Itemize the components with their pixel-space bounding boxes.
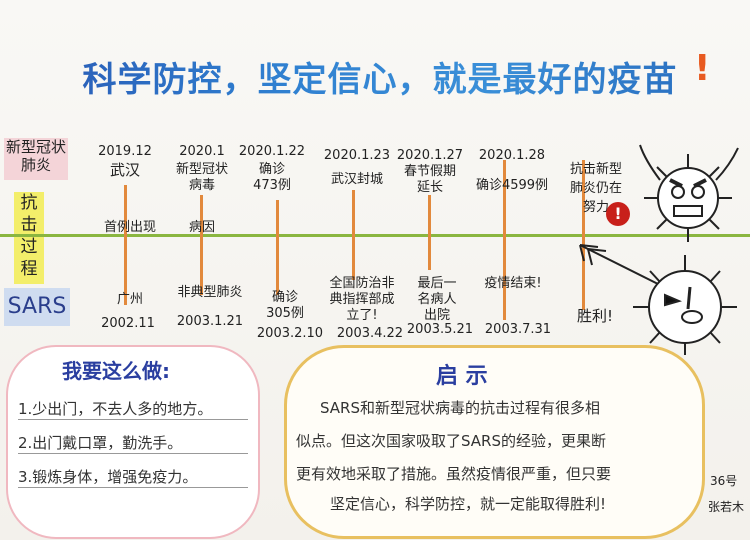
- event-sub: 首例出现: [103, 220, 157, 235]
- event-sub: 病因: [188, 220, 216, 235]
- insight-line: 坚定信心，科学防控，就一定能取得胜利!: [330, 495, 607, 513]
- timeline-stem: [276, 200, 279, 295]
- sars-text: 疫情结束!: [484, 276, 542, 291]
- event-text: 确诊4599例: [475, 178, 549, 193]
- poster-title: 科学防控，坚定信心，就是最好的疫苗: [60, 52, 700, 101]
- label-covid: 新型冠状肺炎: [4, 138, 68, 180]
- todo-item: 2.出门戴口罩，勤洗手。: [18, 432, 248, 454]
- defeated-virus-icon: [579, 244, 737, 355]
- sars-text: 确诊305例: [266, 290, 304, 321]
- label-sars: SARS: [4, 288, 70, 326]
- event-text: 新型冠状病毒: [175, 162, 228, 193]
- todo-panel: [6, 345, 260, 539]
- timeline-stem: [124, 185, 127, 305]
- event-text: 确诊473例: [253, 162, 291, 193]
- student-name: 张若木: [708, 500, 745, 514]
- insight-line: 似点。但这次国家吸取了SARS的经验，更果断: [296, 432, 607, 450]
- insight-heading: 启 示: [436, 364, 488, 389]
- sars-text: 非典型肺炎: [177, 285, 243, 300]
- timeline-stem: [503, 160, 506, 320]
- event-text: 武汉: [109, 161, 141, 179]
- sars-date: 2003.7.31: [484, 322, 552, 337]
- insight-line: SARS和新型冠状病毒的抗击过程有很多相: [320, 399, 601, 417]
- sars-text: 广州: [116, 292, 144, 307]
- event-date: 2020.1.27: [396, 148, 464, 163]
- sars-date: 2003.5.21: [406, 322, 474, 337]
- timeline-stem: [200, 195, 203, 295]
- sars-date: 2003.4.22: [336, 326, 404, 341]
- event-text: 春节假期延长: [403, 164, 456, 195]
- timeline-stem: [428, 195, 431, 270]
- label-process: 抗击过程: [14, 192, 44, 284]
- sars-date: 2003.1.21: [176, 314, 244, 329]
- sars-date: 2003.2.10: [256, 326, 324, 341]
- event-date: 2020.1: [179, 144, 225, 159]
- todo-item: 1.少出门，不去人多的地方。: [18, 398, 248, 420]
- timeline-stem: [352, 190, 355, 280]
- insight-panel: [284, 345, 705, 539]
- todo-item: 3.锻炼身体，增强免疫力。: [18, 466, 248, 488]
- event-date: 2019.12: [98, 144, 152, 159]
- insight-line: 更有效地采取了措施。虽然疫情很严重，但只要: [296, 465, 612, 483]
- event-text: 抗击新型肺炎仍在努力: [569, 162, 622, 215]
- sars-date: 2002.11: [101, 316, 155, 331]
- sars-text: 全国防治非典指挥部成立了!: [329, 276, 395, 323]
- event-date: 2020.1.22: [238, 144, 306, 159]
- timeline-stem: [582, 160, 585, 310]
- event-date: 2020.1.23: [323, 148, 391, 163]
- timeline-axis: [0, 234, 750, 237]
- event-date: 2020.1.28: [478, 148, 546, 163]
- title-exclamation: !: [694, 48, 711, 89]
- student-number: 36号: [710, 474, 738, 488]
- angry-virus-icon: [639, 144, 739, 242]
- alert-icon: !: [606, 202, 630, 226]
- event-text: 武汉封城: [330, 172, 384, 187]
- sars-text: 最后一名病人出院: [417, 276, 457, 323]
- sars-text: 胜利!: [576, 307, 614, 325]
- todo-heading: 我要这么做:: [62, 359, 170, 383]
